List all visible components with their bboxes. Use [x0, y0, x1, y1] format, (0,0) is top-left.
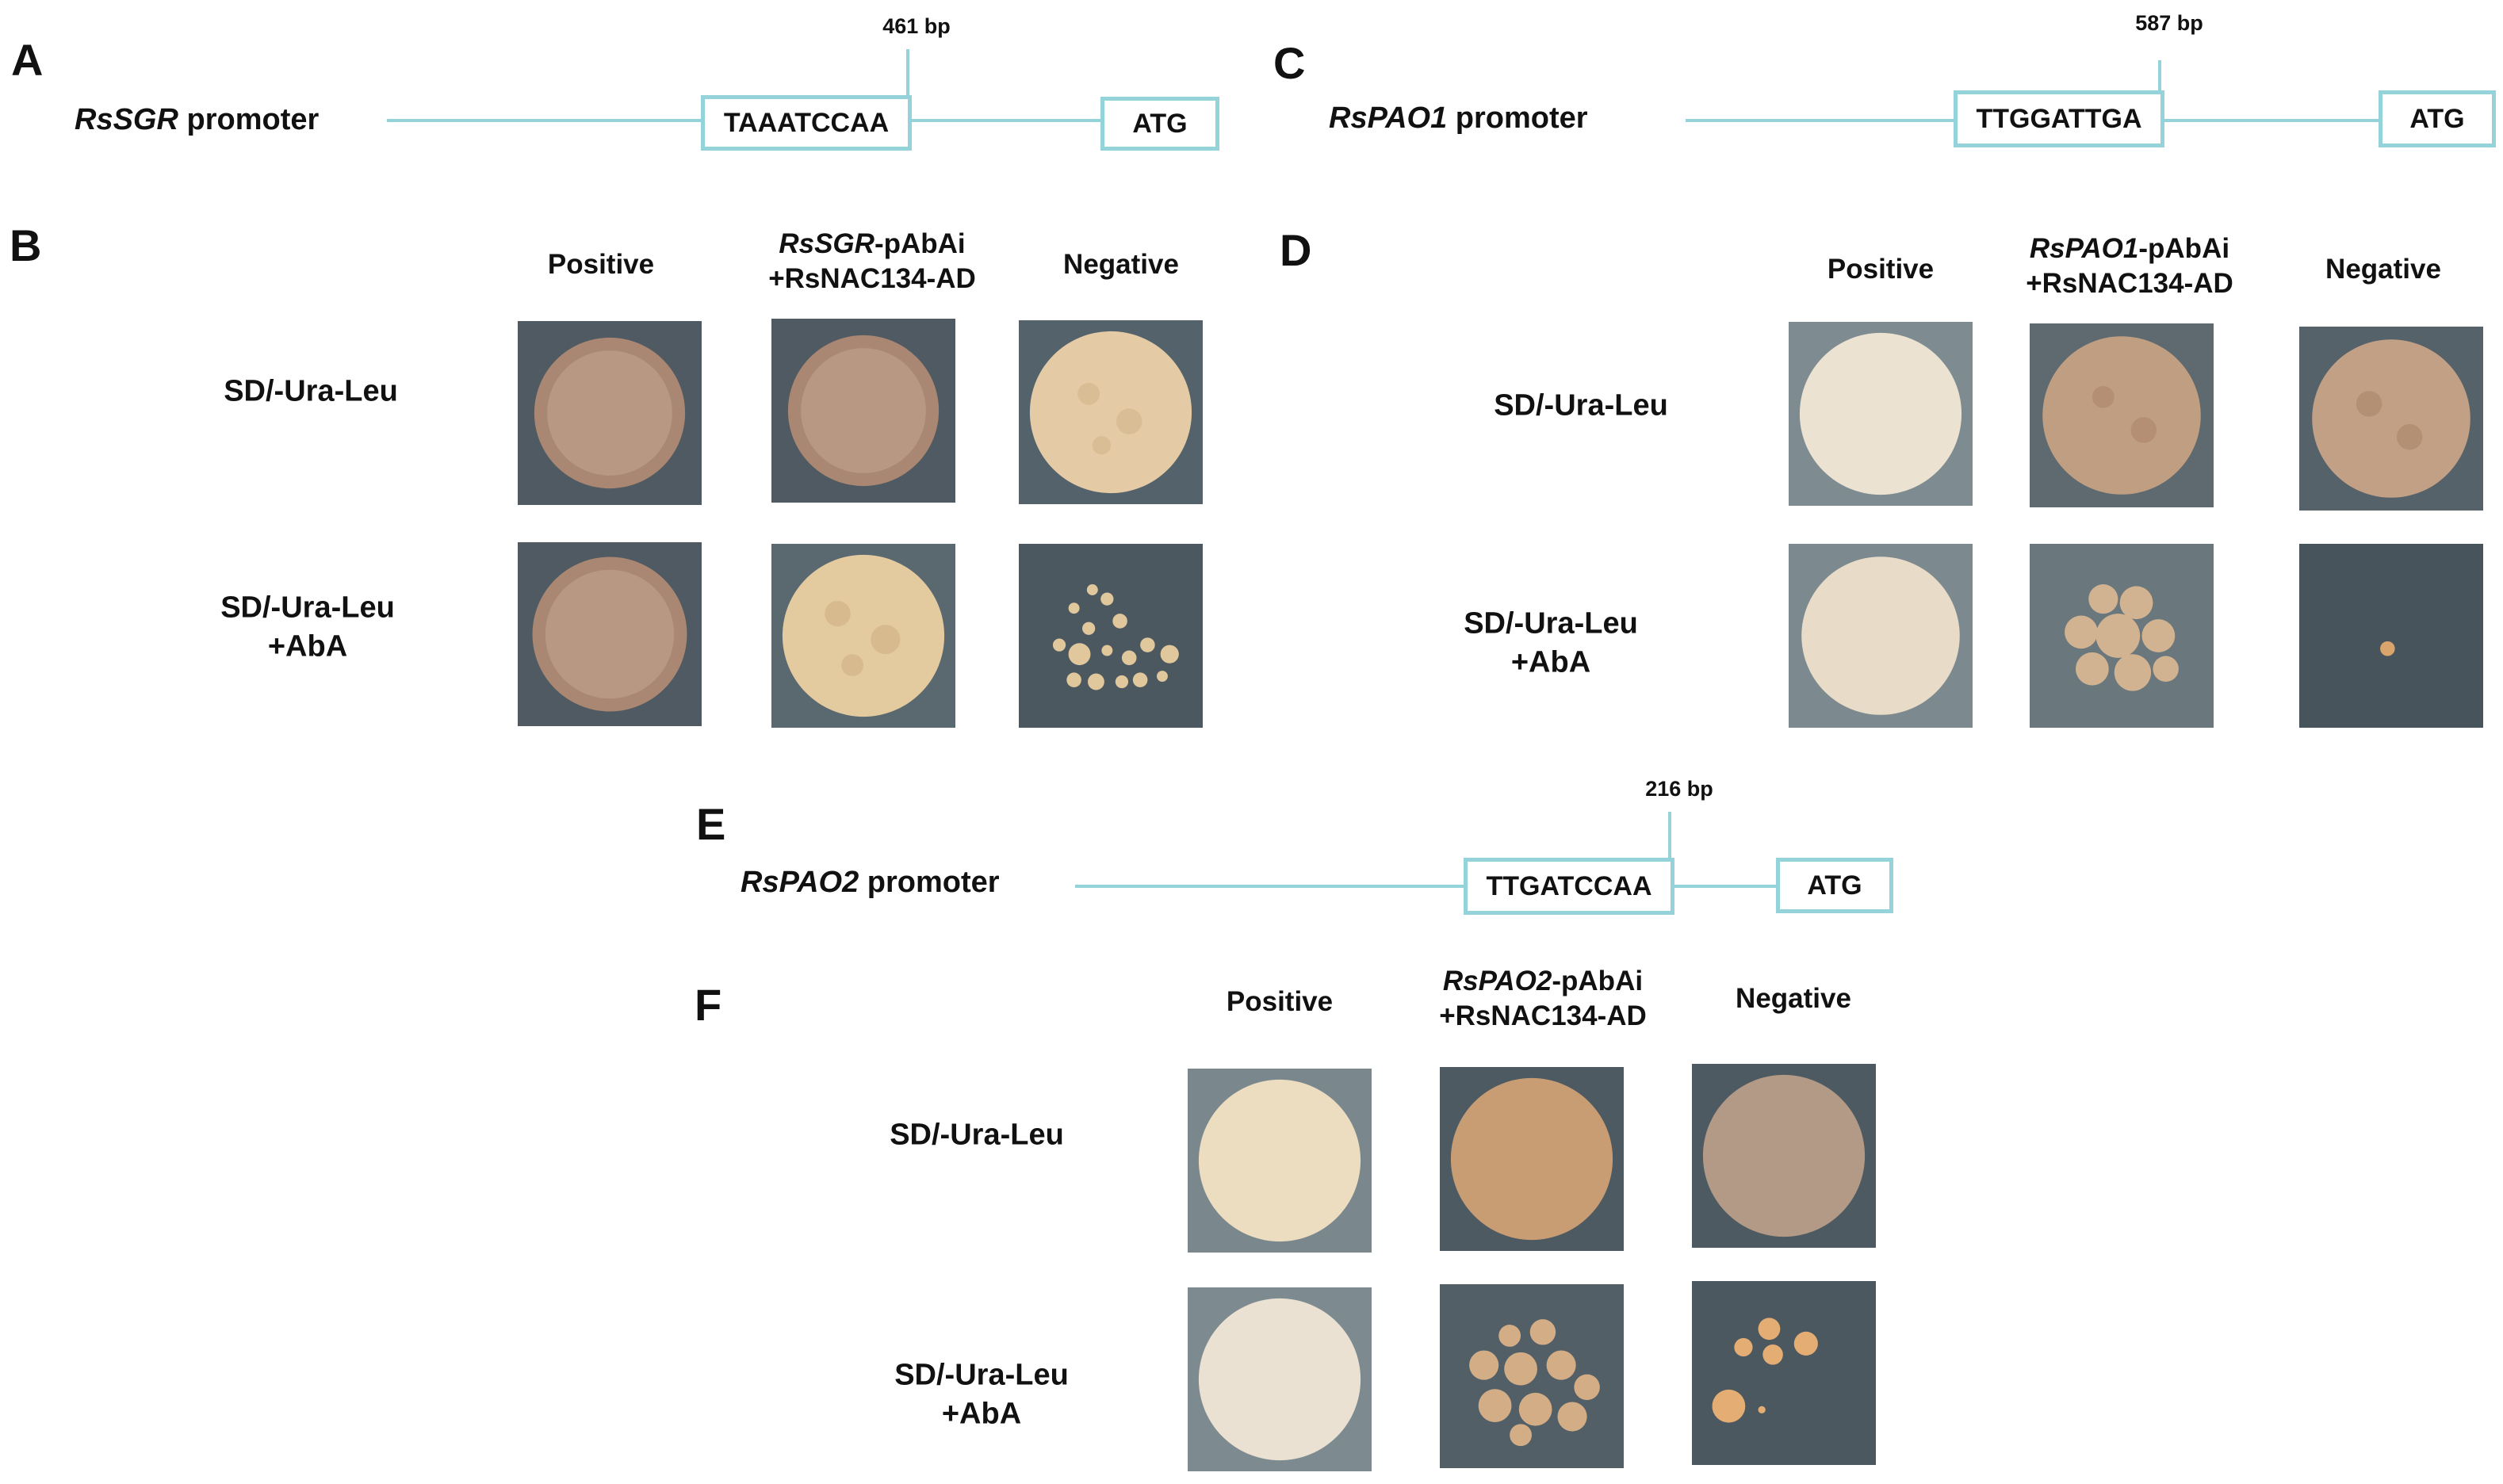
row-label-sd-aba-f: SD/-Ura-Leu+AbA — [894, 1358, 1069, 1431]
panel-letter-f: F — [695, 980, 722, 1030]
panel-letter-a: A — [11, 35, 44, 85]
bp-label-e: 216 bp — [1645, 777, 1713, 801]
site-marker-a — [906, 49, 909, 106]
cis-element-box-a: TAAATCCAA — [701, 95, 912, 151]
col-header-negative-f: Negative — [1736, 983, 1851, 1014]
row-label-sd-aba-b: SD/-Ura-Leu+AbA — [220, 591, 395, 664]
promoter-label-rssgr: RsSGR promoter — [75, 103, 320, 136]
colony-tile — [518, 319, 702, 507]
promoter-label-rspao1: RsPAO1 promoter — [1329, 101, 1588, 135]
col-header-bait-d: RsPAO1-pAbAi+RsNAC134-AD — [2026, 233, 2233, 299]
colony-tile — [2299, 542, 2483, 729]
col-header-negative-d: Negative — [2325, 254, 2441, 285]
colony-tile — [1188, 1067, 1372, 1254]
colony-tile — [1692, 1062, 1876, 1249]
colony-tile — [2030, 322, 2214, 509]
colony-tile — [1019, 319, 1203, 506]
colony-tile — [1440, 1065, 1624, 1253]
atg-box-a: ATG — [1100, 97, 1219, 151]
cis-element-box-e: TTGATCCAA — [1464, 858, 1674, 915]
bp-label-a: 461 bp — [882, 14, 951, 38]
site-marker-c — [2158, 60, 2161, 105]
col-header-positive-f: Positive — [1226, 986, 1334, 1017]
bp-label-c: 587 bp — [2135, 11, 2203, 35]
col-header-bait-b: RsSGR-pAbAi+RsNAC134-AD — [768, 228, 976, 294]
colony-tile — [1789, 320, 1973, 507]
promoter-label-rspao2: RsPAO2 promoter — [741, 866, 1000, 899]
colony-tile — [1019, 542, 1203, 729]
row-label-sd-b: SD/-Ura-Leu — [224, 374, 398, 408]
row-label-sd-d: SD/-Ura-Leu — [1494, 388, 1668, 423]
colony-tile — [2299, 325, 2483, 512]
col-header-positive-d: Positive — [1827, 254, 1935, 285]
colony-tile — [1789, 542, 1973, 729]
cis-element-box-c: TTGGATTGA — [1954, 90, 2164, 147]
site-marker-e — [1668, 812, 1671, 869]
panel-letter-e: E — [696, 799, 726, 849]
col-header-bait-f: RsPAO2-pAbAi+RsNAC134-AD — [1439, 966, 1647, 1031]
colony-tile — [1188, 1286, 1372, 1473]
col-header-positive-b: Positive — [547, 249, 655, 280]
panel-letter-c: C — [1273, 38, 1306, 88]
colony-tile — [771, 542, 955, 729]
colony-tile — [1692, 1279, 1876, 1467]
colony-tile — [518, 541, 702, 728]
row-label-sd-f: SD/-Ura-Leu — [890, 1118, 1064, 1152]
colony-tile — [771, 317, 955, 504]
panel-letter-b: B — [10, 220, 42, 270]
colony-tile — [2030, 542, 2214, 729]
atg-box-e: ATG — [1776, 858, 1893, 913]
atg-box-c: ATG — [2379, 90, 2496, 147]
row-label-sd-aba-d: SD/-Ura-Leu+AbA — [1464, 606, 1638, 679]
colony-tile — [1440, 1283, 1624, 1470]
col-header-negative-b: Negative — [1063, 249, 1179, 280]
panel-letter-d: D — [1280, 225, 1312, 275]
